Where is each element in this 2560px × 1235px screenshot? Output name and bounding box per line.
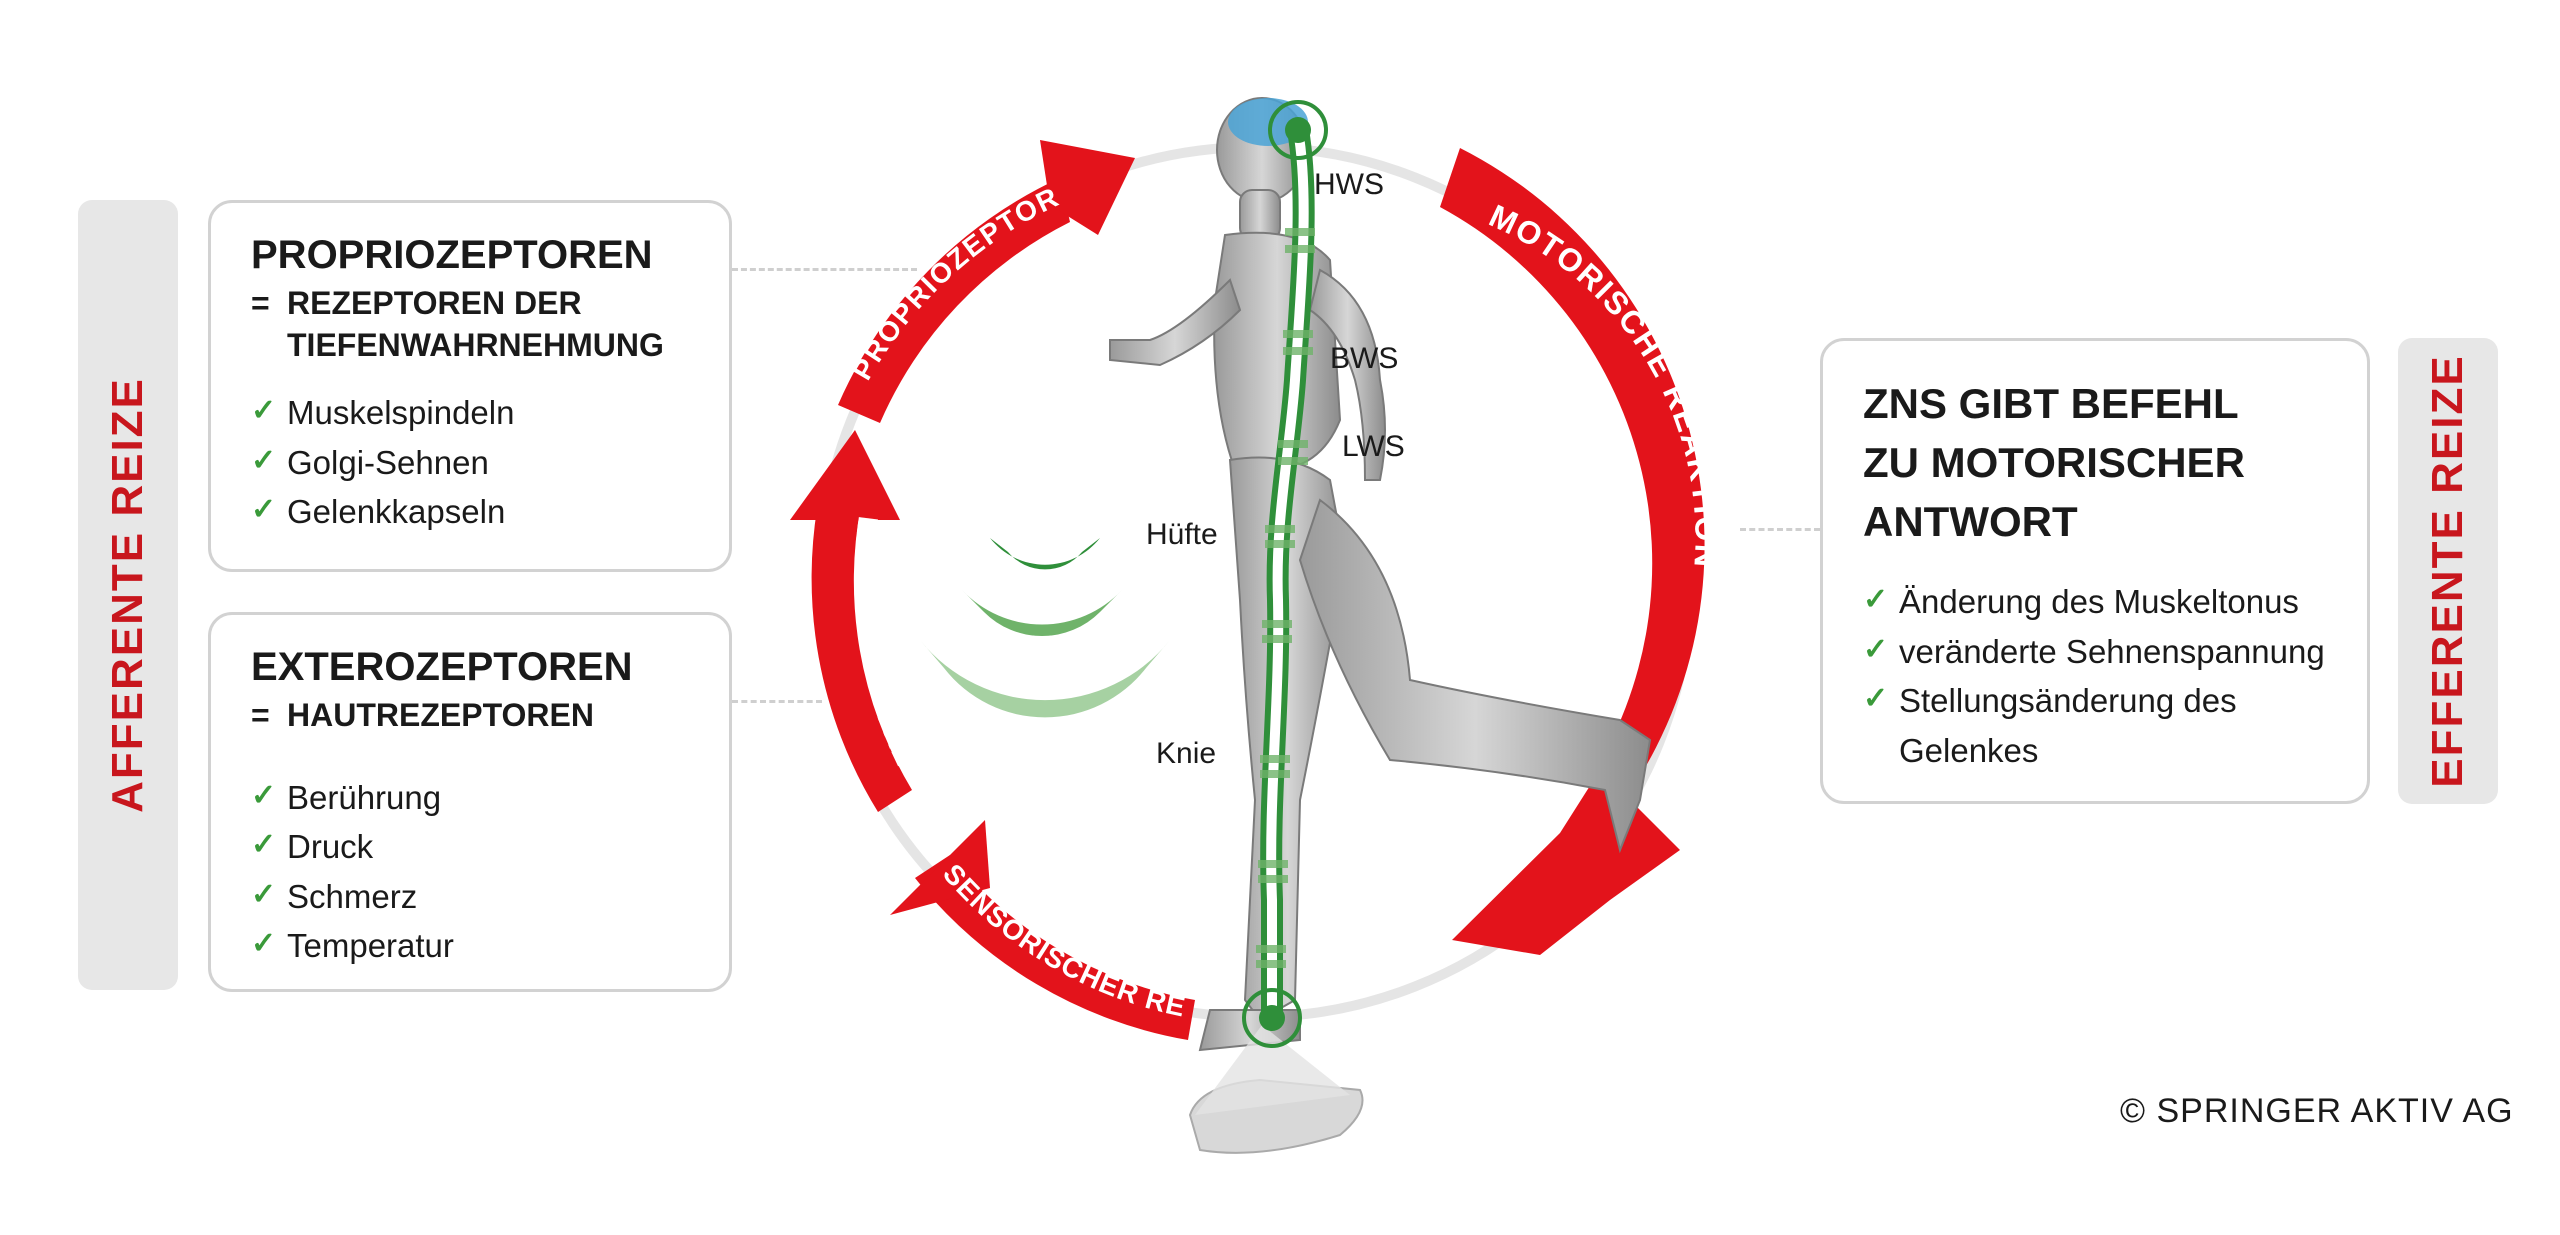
sensor-arrow (890, 820, 1195, 1040)
signal-waves-icon (920, 538, 1170, 718)
proprio-arrow (838, 140, 1135, 423)
label-knie: Knie (1156, 737, 1217, 770)
equals-sign: = (251, 697, 270, 733)
list-item: ✓Berührung (251, 773, 729, 823)
zns-list: ✓Änderung des Muskeltonus ✓veränderte Se… (1863, 577, 2367, 775)
check-icon: ✓ (1863, 682, 1889, 716)
equals-sign: = (251, 285, 270, 321)
check-icon: ✓ (251, 877, 277, 911)
extero-connector (732, 700, 822, 703)
zns-connector (1740, 528, 1820, 531)
list-item: ✓Muskelspindeln (251, 388, 729, 438)
zns-panel: ZNS GIBT BEFEHL ZU MOTORISCHER ANTWORT ✓… (1820, 338, 2370, 804)
proprio-title: PROPRIOZEPTOREN (251, 233, 653, 277)
list-item: ✓Schmerz (251, 872, 729, 922)
label-huefte: Hüfte (1146, 518, 1218, 551)
extero-arrow (790, 430, 912, 812)
runner-figure (1109, 97, 1652, 1052)
label-lws: LWS (1342, 430, 1405, 463)
list-item: ✓Golgi-Sehnen (251, 438, 729, 488)
extero-subtitle: = HAUTREZEPTOREN (251, 695, 729, 737)
list-item: ✓Änderung des Muskeltonus (1863, 577, 2367, 627)
joint-markers (1256, 228, 1315, 968)
list-item: ✓Gelenkkapseln (251, 487, 729, 537)
proprio-list: ✓Muskelspindeln ✓Golgi-Sehnen ✓Gelenkkap… (251, 388, 729, 537)
proprio-subtitle: = REZEPTOREN DER TIEFENWAHRNEHMUNG (251, 283, 729, 366)
foot-node-dot (1259, 1005, 1285, 1031)
check-icon: ✓ (1863, 632, 1889, 666)
extero-panel: EXTEROZEPTOREN = HAUTREZEPTOREN ✓Berühru… (208, 612, 732, 992)
copyright-text: © SPRINGER AKTIV AG (2120, 1092, 2514, 1130)
check-icon: ✓ (251, 778, 277, 812)
check-icon: ✓ (1863, 583, 1889, 617)
proprio-arrow-label: PROPRIOZEPTOREN (0, 0, 1065, 385)
label-hws: HWS (1314, 168, 1384, 201)
list-item: ✓Temperatur (251, 921, 729, 971)
check-icon: ✓ (251, 493, 277, 527)
list-item: ✓Stellungsänderung des Gelenkes (1863, 676, 2367, 775)
foot-node-icon (1242, 988, 1302, 1048)
brain-node-dot (1285, 117, 1311, 143)
extero-arrow-label: EXTEROZEPTOREN (0, 0, 922, 771)
brain-node-icon (1268, 100, 1328, 160)
proprio-subtitle-text: REZEPTOREN DER TIEFENWAHRNEHMUNG (287, 285, 664, 363)
extero-subtitle-text: HAUTREZEPTOREN (287, 697, 594, 733)
extero-list: ✓Berührung ✓Druck ✓Schmerz ✓Temperatur (251, 773, 729, 971)
zns-title: ZNS GIBT BEFEHL ZU MOTORISCHER ANTWORT (1863, 380, 2245, 545)
proprio-connector (732, 268, 917, 271)
list-item: ✓Druck (251, 822, 729, 872)
check-icon: ✓ (251, 828, 277, 862)
list-item: ✓veränderte Sehnenspannung (1863, 627, 2367, 677)
extero-title: EXTEROZEPTOREN (251, 645, 633, 689)
efferent-tab: EFFERENTE REIZE (2398, 338, 2498, 804)
foot-sensor-beam (1195, 1025, 1350, 1115)
sensor-arrow-label: SENSORISCHER REIZ (0, 0, 1189, 1023)
check-icon: ✓ (251, 394, 277, 428)
label-bws: BWS (1330, 342, 1399, 375)
check-icon: ✓ (251, 443, 277, 477)
proprio-panel: PROPRIOZEPTOREN = REZEPTOREN DER TIEFENW… (208, 200, 732, 572)
afferent-tab: AFFERENTE REIZE (78, 200, 178, 990)
check-icon: ✓ (251, 927, 277, 961)
